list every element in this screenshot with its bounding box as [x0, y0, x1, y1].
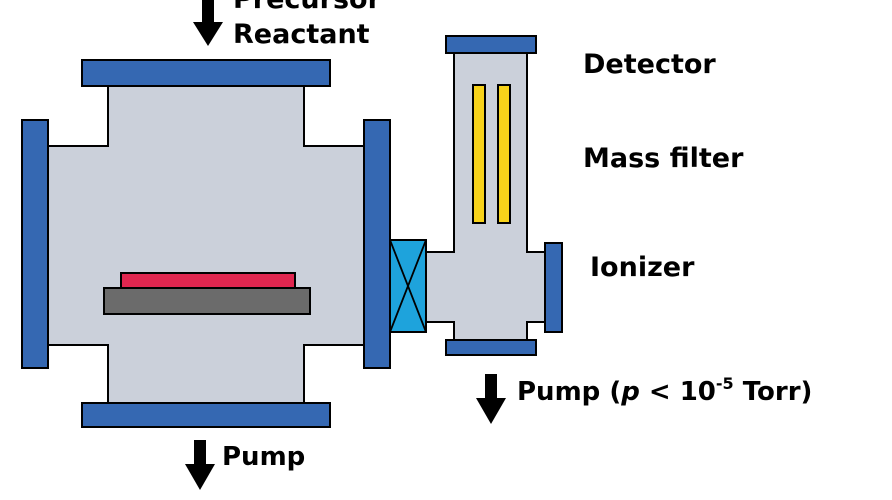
pump-label-qms: Pump (p < 10-5 Torr) [517, 374, 812, 407]
pump-arrow-qms [476, 374, 506, 424]
precursor-arrow [193, 0, 223, 46]
pump-label-main: Pump [222, 442, 305, 472]
quadrupole-rod-left [472, 84, 486, 224]
detector-label: Detector [583, 49, 716, 80]
qms-bottom-flange [445, 339, 537, 356]
gate-valve-cross [389, 239, 427, 333]
substrate [120, 272, 296, 289]
reactant-label: Reactant [233, 19, 370, 50]
pump-qms-pressure-symbol: p [620, 377, 640, 407]
substrate-holder [103, 287, 311, 315]
pump-arrow-main [185, 440, 215, 490]
bottom-flange [81, 402, 331, 428]
qms-top-flange [445, 35, 537, 54]
left-flange [21, 119, 49, 369]
top-flange [81, 59, 331, 87]
pump-qms-suffix: Torr) [734, 377, 813, 407]
quadrupole-rod-right [497, 84, 511, 224]
pump-qms-mid: < 10 [640, 377, 716, 407]
pump-qms-exponent: -5 [716, 374, 734, 393]
ionizer-flange [544, 242, 563, 333]
reaction-chamber [47, 85, 365, 404]
precursor-label: Precursor [233, 0, 382, 15]
mass-filter-label: Mass filter [583, 143, 744, 174]
right-flange [363, 119, 391, 369]
pump-qms-prefix: Pump ( [517, 377, 621, 407]
ionizer-label: Ionizer [590, 252, 695, 283]
